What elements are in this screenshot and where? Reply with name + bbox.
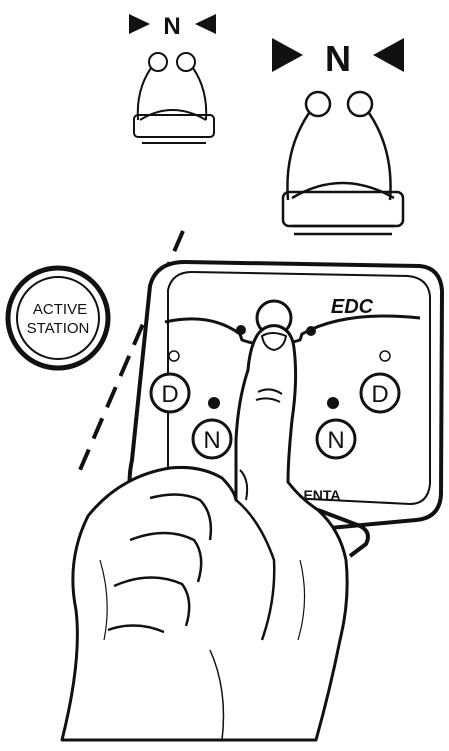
station-led-left xyxy=(236,325,246,335)
right-neutral-label: N xyxy=(327,427,344,454)
arrow-left-icon xyxy=(195,14,216,34)
right-neutral-led xyxy=(327,397,339,409)
active-station-line2: STATION xyxy=(27,320,90,337)
arrow-left-icon xyxy=(373,38,404,72)
right-neutral-button[interactable]: N xyxy=(317,420,355,458)
maker-logo-partial: ENTA xyxy=(303,487,340,503)
neutral-letter-large: N xyxy=(325,38,351,79)
active-station-line1: ACTIVE xyxy=(33,301,87,318)
arrow-right-icon xyxy=(129,14,150,34)
left-drive-label: D xyxy=(161,381,178,408)
edc-logo: EDC xyxy=(331,296,374,318)
left-neutral-label: N xyxy=(203,427,220,454)
right-drive-label: D xyxy=(371,381,388,408)
arrow-right-icon xyxy=(272,38,303,72)
left-neutral-led xyxy=(208,397,220,409)
left-drive-button[interactable]: D xyxy=(151,374,189,412)
neutral-letter-small: N xyxy=(163,13,180,40)
neutral-lever-small: N xyxy=(129,13,216,143)
station-led-right xyxy=(306,326,316,336)
active-station-button[interactable]: ACTIVE STATION xyxy=(8,268,108,368)
left-neutral-button[interactable]: N xyxy=(193,420,231,458)
right-drive-button[interactable]: D xyxy=(361,374,399,412)
neutral-lever-large: N xyxy=(272,38,404,234)
